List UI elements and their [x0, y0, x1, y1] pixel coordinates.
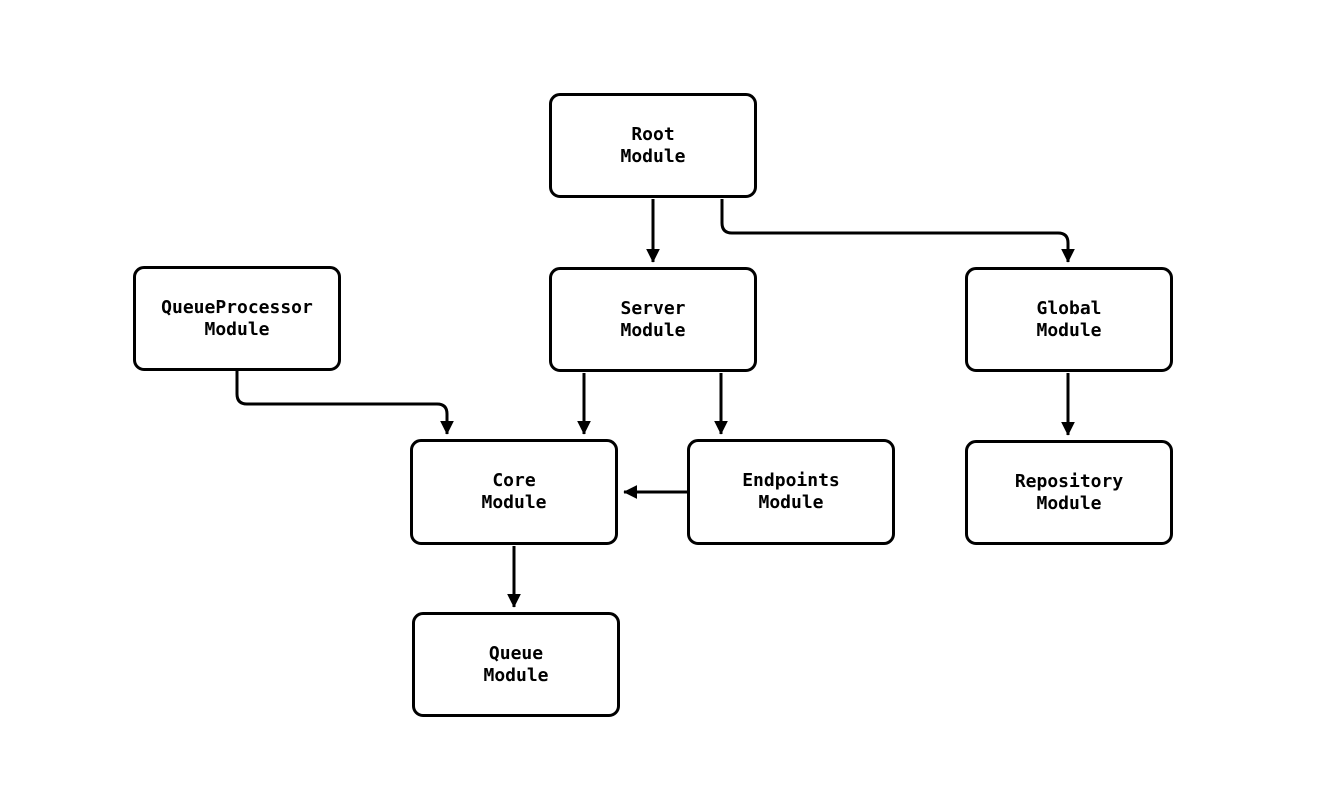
node-queueprocessor-module: QueueProcessor Module [133, 266, 341, 371]
node-queue-module: Queue Module [412, 612, 620, 717]
node-label-line2: Module [1036, 492, 1102, 514]
node-repository-module: Repository Module [965, 440, 1173, 545]
node-server-module: Server Module [549, 267, 757, 372]
node-label-line2: Module [481, 492, 547, 513]
node-root-module: Root Module [549, 93, 757, 198]
node-label-line1: QueueProcessor [161, 296, 313, 318]
node-global-module: Global Module [965, 267, 1173, 372]
node-label-line1: Global [1036, 297, 1102, 319]
node-label-line2: Module [483, 664, 549, 686]
node-label-line2: Module [1036, 319, 1102, 341]
node-label-line2: Module [758, 492, 824, 513]
node-label-line1: Core [492, 470, 536, 491]
edge-queueprocessor-to-core [235, 371, 454, 435]
node-label-line2: Module [620, 145, 686, 167]
node-label-line1: Root [631, 123, 675, 145]
edge-root-to-global [720, 199, 1075, 263]
node-label-line2: Module [204, 318, 270, 340]
node-label-line1: Repository [1014, 470, 1124, 492]
node-label-line1: Server [620, 297, 686, 319]
node-core-module: Core Module [410, 439, 618, 545]
node-endpoints-module: Endpoints Module [687, 439, 895, 545]
node-label-line1: Endpoints [742, 470, 840, 491]
node-label-line1: Queue [488, 642, 544, 664]
node-label-line2: Module [620, 319, 686, 341]
